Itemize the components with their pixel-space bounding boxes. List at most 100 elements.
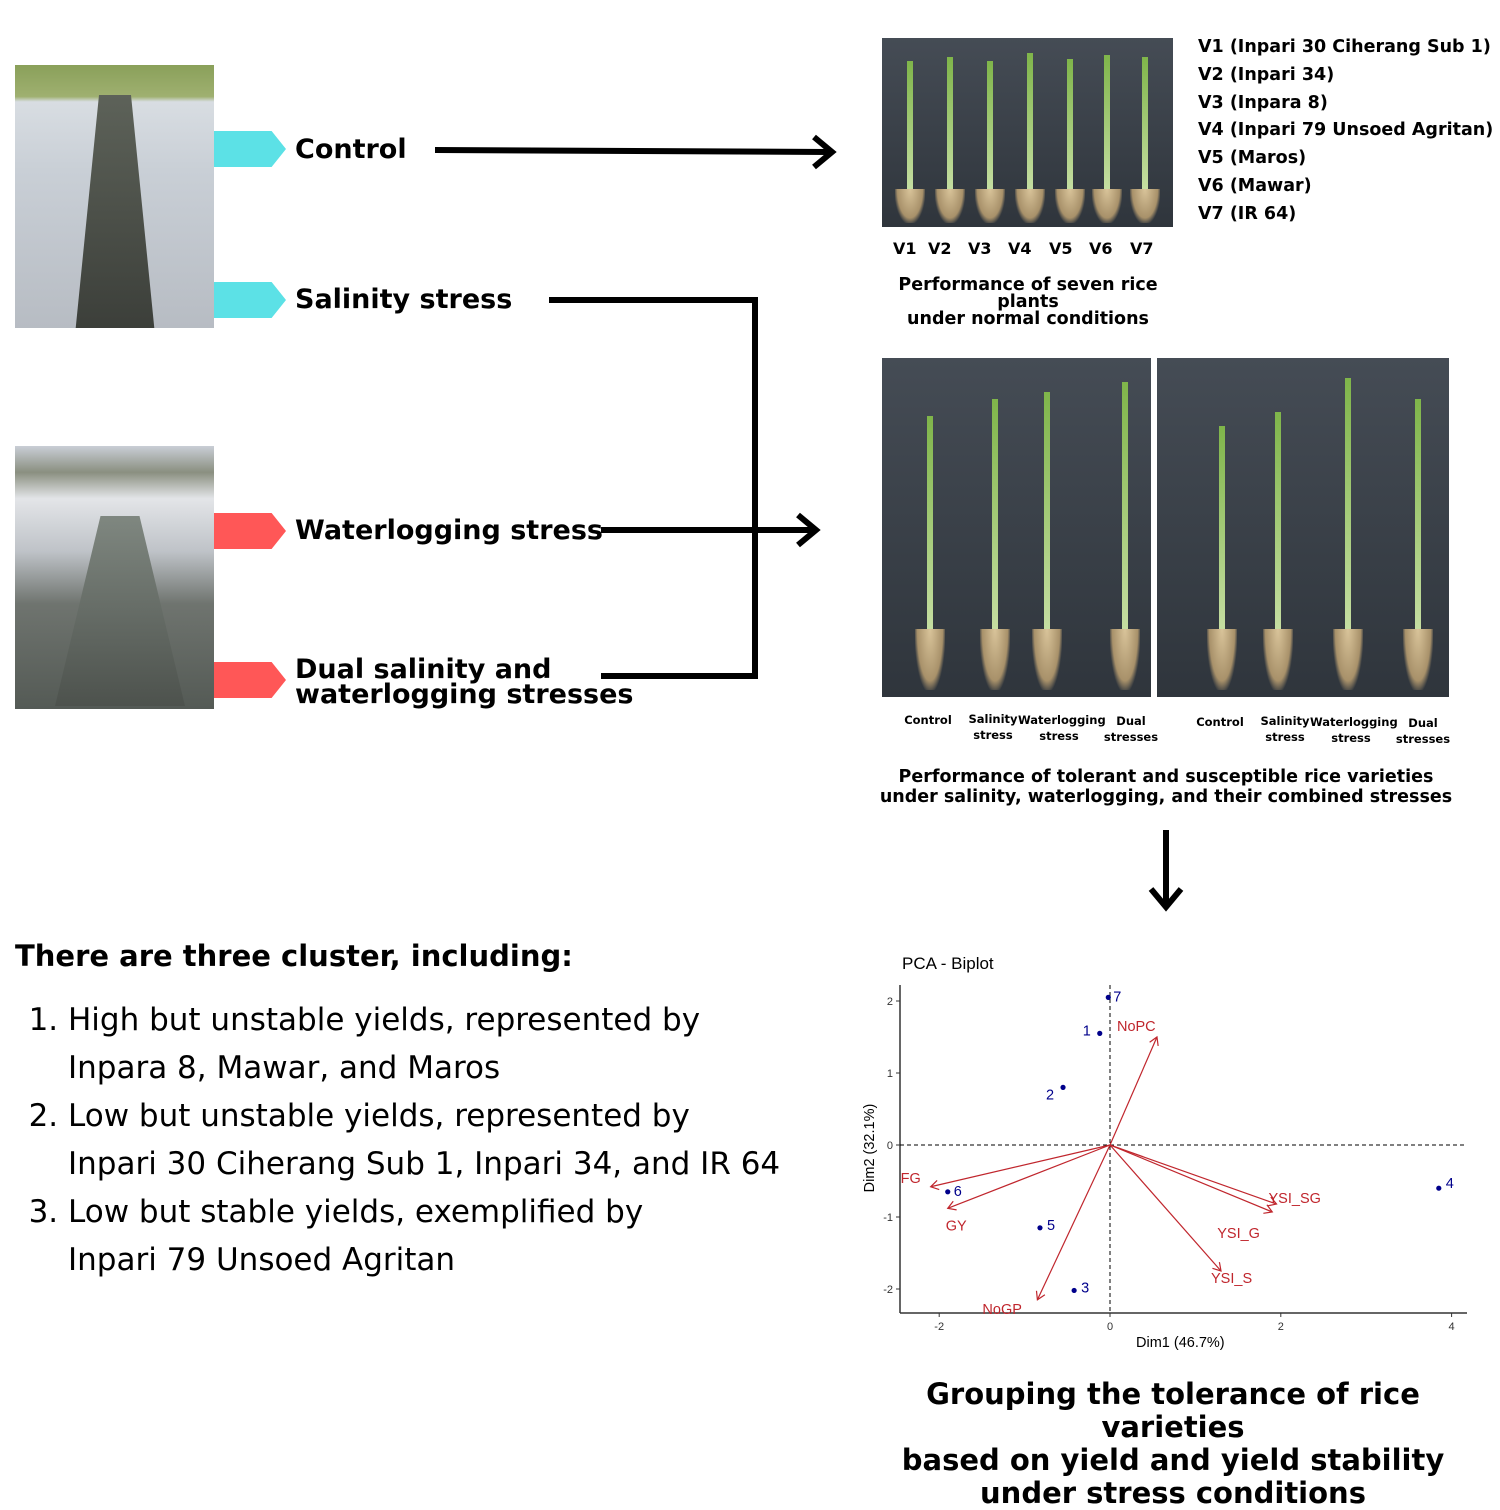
individual-point: [1071, 1287, 1077, 1294]
caption-line: under normal conditions: [907, 309, 1149, 329]
individual-label: 2: [1046, 1087, 1054, 1103]
caption-line: under stress conditions: [980, 1476, 1366, 1510]
field-photo-control-salinity: [15, 65, 214, 328]
variety-code: V7: [1130, 239, 1154, 258]
y-tick-label: -2: [883, 1284, 893, 1296]
label-dual-line1: Dual salinity and: [295, 654, 552, 685]
photo-tolerant-variety: [882, 358, 1151, 697]
variable-arrow: [1109, 1144, 1277, 1205]
individual-label: 6: [954, 1184, 962, 1200]
x-axis-label: Dim1 (46.7%): [1136, 1335, 1225, 1351]
arrow-control: [434, 147, 831, 155]
caption-line: based on yield and yield stability: [901, 1443, 1445, 1477]
label-salinity: Salinity stress: [295, 284, 513, 315]
y-tick-label: 2: [887, 996, 893, 1008]
variety-code: V3: [968, 239, 992, 258]
individual-label: 5: [1047, 1218, 1055, 1234]
variable-arrow: [930, 1144, 1111, 1188]
label-dual-line2: waterlogging stresses: [295, 679, 634, 710]
variety-code: V5: [1049, 239, 1073, 258]
arrowhead: [946, 1200, 957, 1211]
arrowhead: [1212, 1262, 1222, 1272]
arrowhead-control: [812, 134, 837, 170]
stress-label: Control: [1196, 715, 1244, 729]
individual-point: [1097, 1030, 1103, 1036]
arrowhead: [1267, 1196, 1278, 1207]
caption-pca: Grouping the tolerance of rice varieties…: [870, 1378, 1476, 1510]
individual-label: 7: [1113, 989, 1121, 1005]
variety-item: V1 (Inpari 30 Ciherang Sub 1): [1198, 37, 1491, 57]
y-axis-label: Dim2 (32.1%): [862, 1103, 878, 1193]
tag-salinity: [214, 282, 286, 318]
caption-line: Performance of seven rice plants: [898, 275, 1158, 312]
bracket-connector: [549, 297, 758, 679]
individual-point: [1037, 1225, 1043, 1231]
variety-item: V3 (Inpara 8): [1198, 92, 1328, 113]
x-tick-label: 4: [1449, 1321, 1455, 1333]
x-tick-label: 0: [1107, 1321, 1113, 1333]
variety-item: V5 (Maros): [1198, 148, 1307, 169]
variety-item: V7 (IR 64): [1198, 203, 1297, 224]
caption-line: under salinity, waterlogging, and their …: [879, 787, 1453, 807]
field-photo-waterlogging-dual: [15, 446, 214, 709]
cluster-item: High but unstable yields, represented by…: [68, 996, 780, 1092]
arrowhead-stress: [796, 512, 821, 548]
variable-arrow: [1109, 1144, 1222, 1272]
individual-point: [1060, 1084, 1066, 1090]
variable-label: YSI_G: [1217, 1226, 1260, 1242]
stress-label: Control: [904, 713, 952, 727]
variety-code: V2: [928, 239, 952, 258]
y-tick-label: 0: [887, 1140, 893, 1152]
variable-arrow: [1036, 1144, 1111, 1301]
variable-label: YSI_SG: [1269, 1191, 1321, 1207]
variety-code: V6: [1089, 239, 1113, 258]
y-tick-label: -1: [883, 1212, 893, 1224]
variable-label: NoPC: [1117, 1019, 1156, 1035]
arrowhead: [929, 1180, 940, 1191]
variable-arrow: [947, 1144, 1111, 1209]
variable-label: GY: [946, 1218, 967, 1234]
variety-item: V4 (Inpari 79 Unsoed Agritan): [1198, 120, 1494, 141]
individual-point: [1436, 1185, 1442, 1191]
cluster-heading: There are three cluster, including:: [15, 939, 573, 973]
variable-arrow: [1109, 1036, 1158, 1146]
variable-label: NoGP: [982, 1302, 1022, 1318]
variety-code: V1: [893, 239, 917, 258]
individual-label: 4: [1446, 1176, 1454, 1192]
photo-seven-rice-plants: [882, 38, 1173, 227]
individual-point: [945, 1189, 951, 1195]
variable-arrow: [1109, 1144, 1273, 1213]
cluster-list: High but unstable yields, represented by…: [68, 996, 780, 1284]
caption-line: Grouping the tolerance of rice varieties: [926, 1377, 1420, 1444]
cluster-item: Low but stable yields, exemplified byInp…: [68, 1188, 780, 1284]
caption-stress: Performance of tolerant and susceptible …: [870, 767, 1462, 807]
x-tick-label: 2: [1278, 1321, 1284, 1333]
cluster-item: Low but unstable yields, represented byI…: [68, 1092, 780, 1188]
x-tick-label: -2: [934, 1321, 944, 1333]
variety-legend: V1 (Inpari 30 Ciherang Sub 1) V2 (Inpari…: [1198, 34, 1493, 229]
individual-label: 1: [1083, 1023, 1091, 1039]
caption-line: Performance of tolerant and susceptible …: [898, 767, 1434, 787]
arrowhead: [1149, 1035, 1159, 1047]
individual-label: 3: [1081, 1280, 1089, 1296]
variety-item: V6 (Mawar): [1198, 175, 1312, 196]
variable-label: FG: [901, 1171, 921, 1187]
photo-susceptible-variety: [1157, 358, 1449, 697]
variety-item: V2 (Inpari 34): [1198, 64, 1335, 85]
variable-label: YSI_S: [1211, 1271, 1252, 1287]
individual-point: [1105, 994, 1111, 1001]
tag-control: [214, 131, 286, 167]
y-tick-label: 1: [887, 1068, 893, 1080]
label-control: Control: [295, 134, 407, 165]
variety-code: V4: [1008, 239, 1032, 258]
